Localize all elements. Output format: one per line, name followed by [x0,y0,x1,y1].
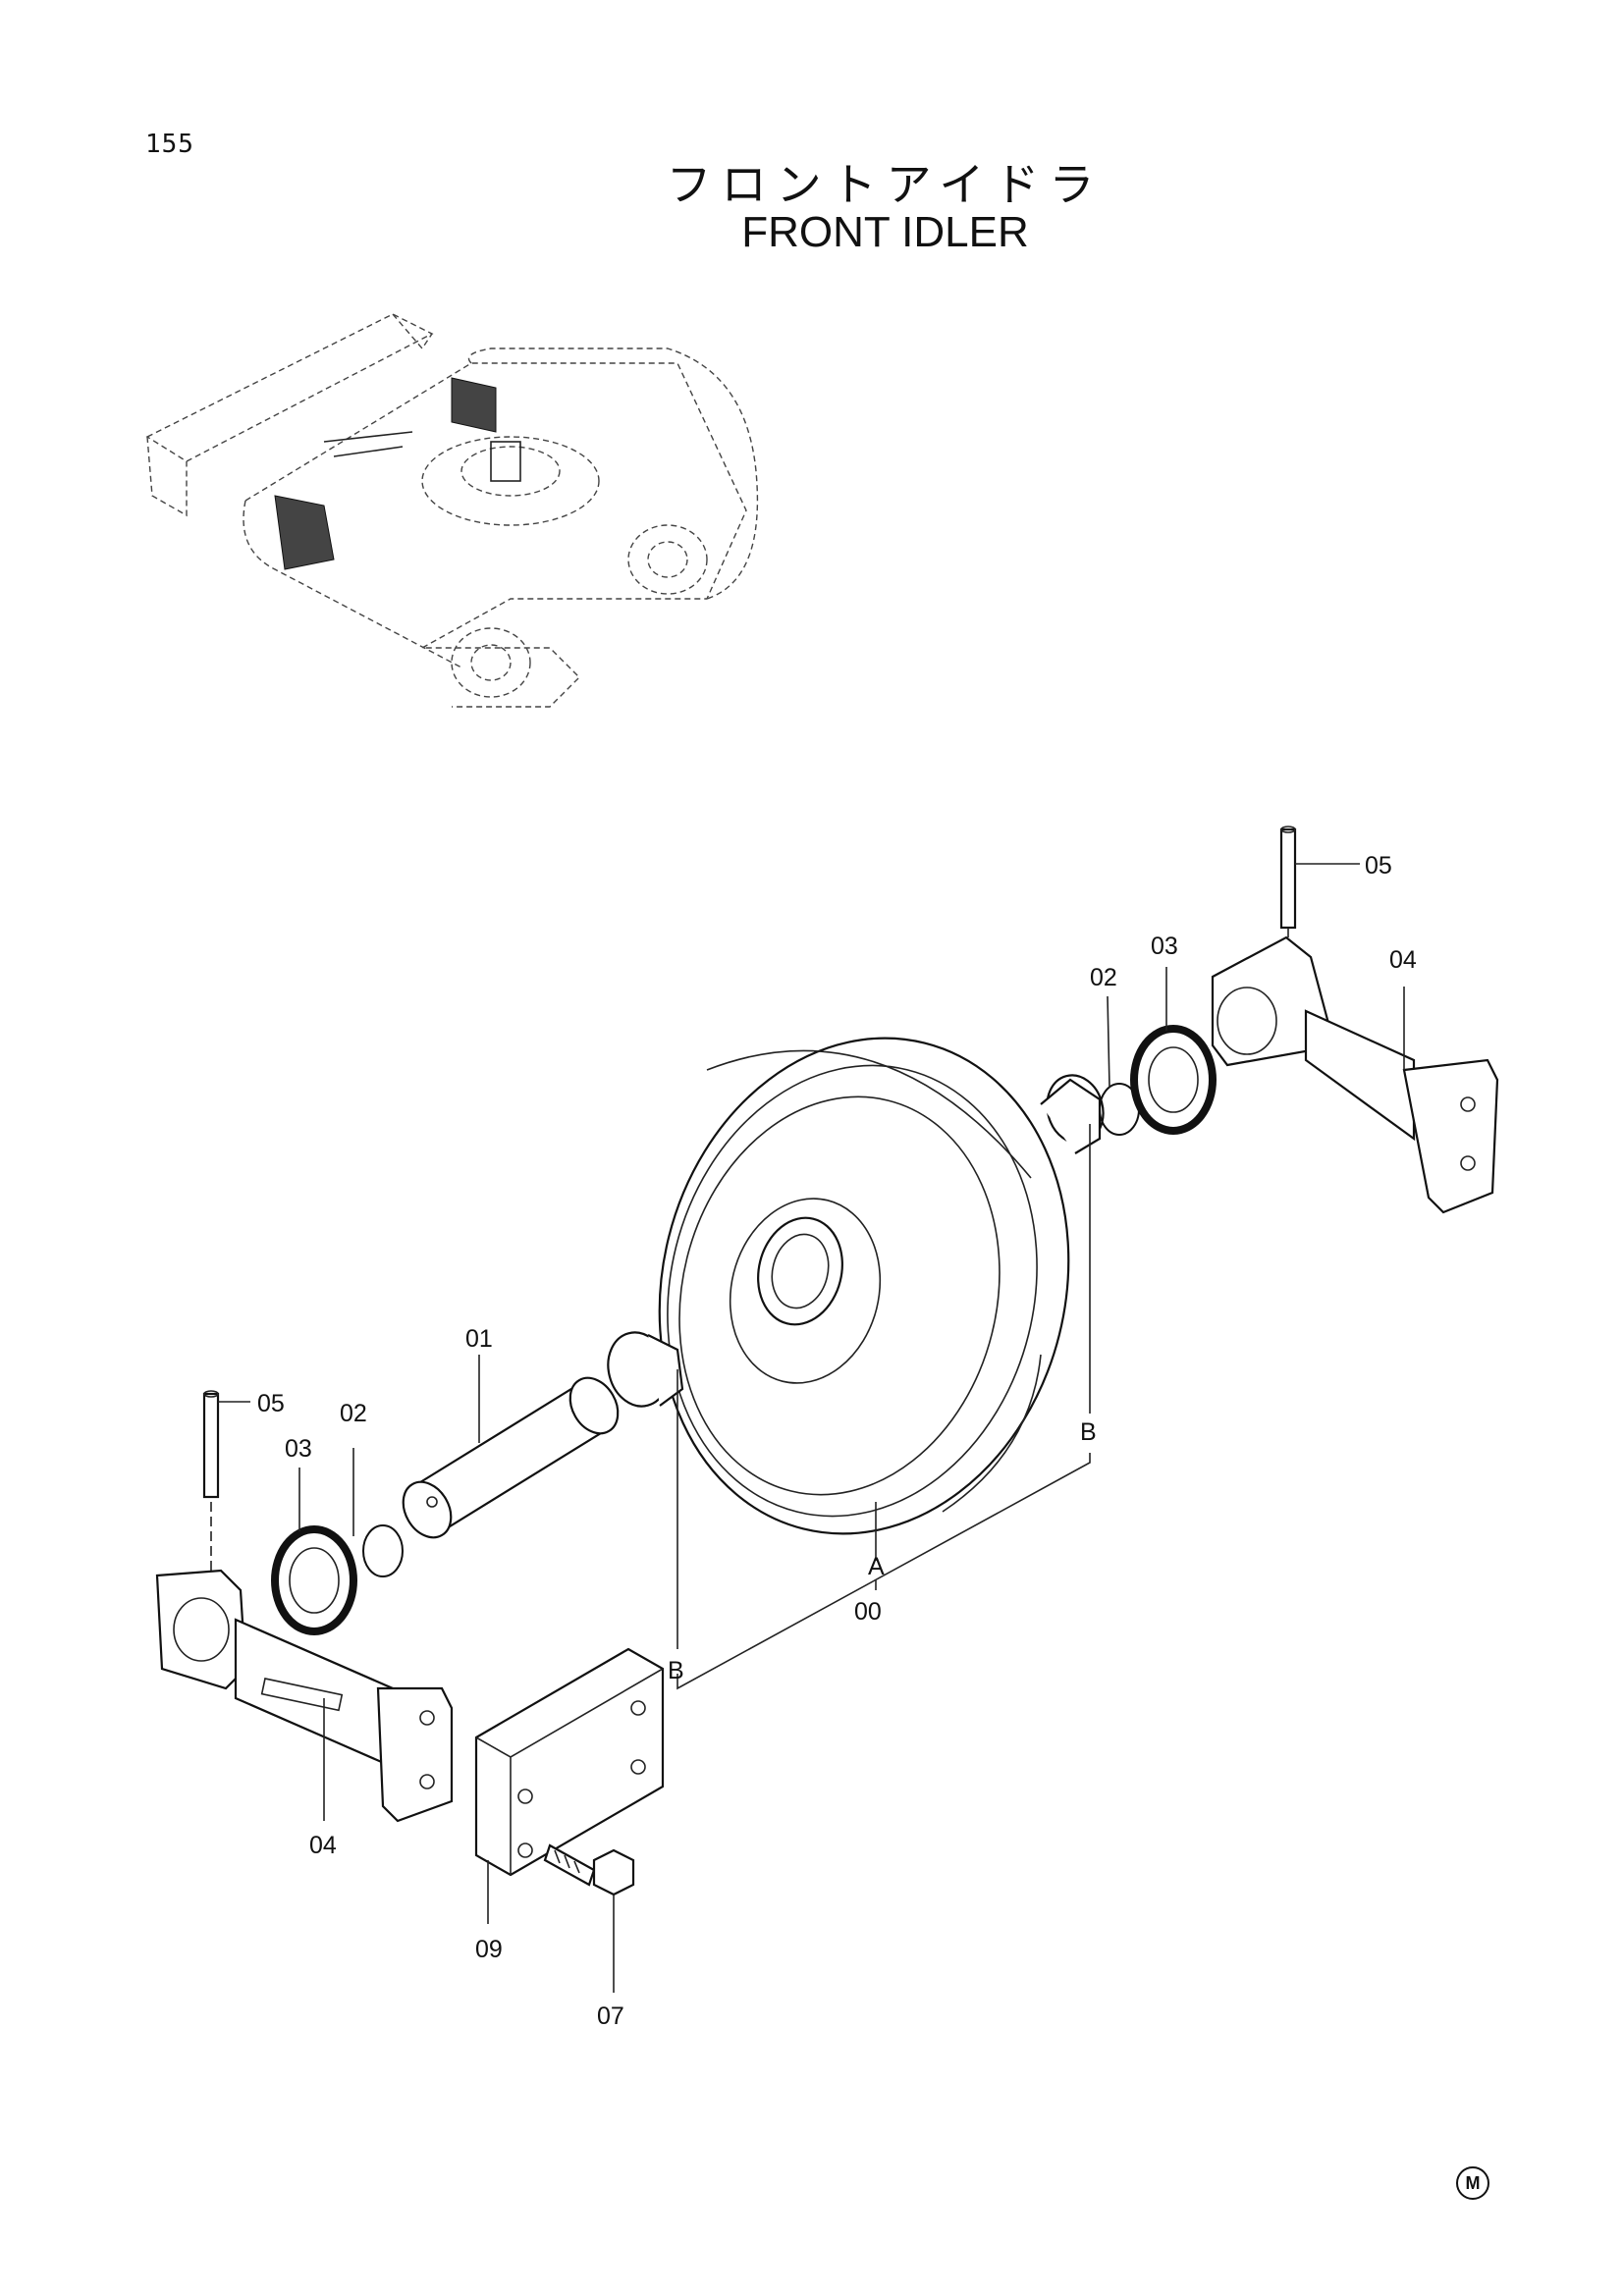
ref-label-b-right: B [1080,1418,1097,1446]
page-title-japanese: フロントアイドラ [666,158,1105,211]
label-02-left: 02 [340,1400,367,1427]
page-title-english: FRONT IDLER [741,208,1029,256]
ref-label-a: A [868,1553,885,1580]
label-02-right: 02 [1090,964,1117,991]
floating-seal-right [1130,1025,1217,1135]
label-03-right: 03 [1151,933,1178,960]
support-right [1211,935,1499,1214]
bushing-left [607,1331,684,1408]
bolt [543,1843,635,1896]
label-04-right: 04 [1389,946,1417,974]
leader-lines [218,863,1405,1993]
label-05-left: 05 [257,1390,285,1417]
idler-wheel [658,1037,1070,1535]
label-04-left: 04 [309,1832,337,1859]
label-03-left: 03 [285,1435,312,1463]
manufacturer-mark-icon: M [1456,2166,1489,2200]
o-ring-left [362,1524,404,1577]
page-number: 155 [145,130,194,159]
pin-left [202,1390,220,1590]
label-05-right: 05 [1365,852,1392,880]
label-07: 07 [597,2002,624,2030]
shaft [402,1376,620,1539]
label-09: 09 [475,1936,503,1963]
label-00: 00 [854,1598,882,1626]
plate [474,1647,665,1877]
support-left [155,1569,454,1823]
undercarriage-overview-illustration [145,313,759,708]
floating-seal-left [271,1525,357,1635]
ref-label-b-left: B [668,1657,684,1684]
label-01: 01 [465,1325,493,1353]
